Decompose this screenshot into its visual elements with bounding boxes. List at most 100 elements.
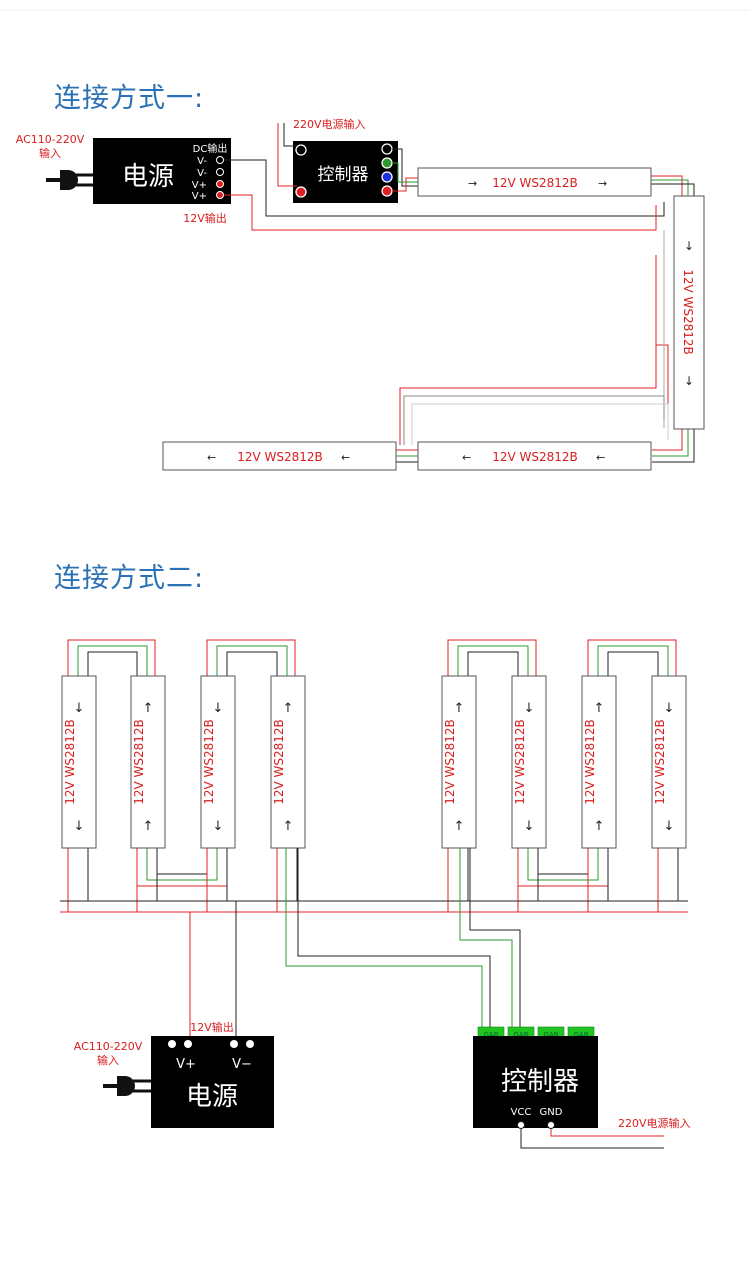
controller-port-label-1: GAB [483,1031,498,1039]
led-strip-2: ↓ 12V WS2812B ↓ [673,195,705,430]
strip-s2-8-arrow-bottom: ↓ [664,819,675,834]
strip-4-label: 12V WS2812B [237,450,323,464]
dc-output-label: DC输出 [193,142,228,155]
section2-title: 连接方式二: [54,563,205,594]
section2-wires [67,639,679,912]
controller-box-s2 [473,1036,598,1128]
controller-wire-black-1 [297,848,491,1027]
led-strip-s2-4: ↑ 12V WS2812B ↑ [270,675,306,849]
strip-1-arrow-right: → [598,177,607,190]
power-plug-icon [46,170,93,190]
strip-s2-8-arrow-top: ↓ [664,701,675,716]
led-strip-s2-5: ↑12V WS2812B↑ [441,675,477,849]
controller-vcc-wire [520,1125,664,1149]
led-strip-4: ← 12V WS2812B ← [162,441,397,471]
strip-s2-7-arrow-top: ↑ [594,701,605,716]
controller-out-blue [381,171,393,183]
led-strip-s2-6: ↓ 12V WS2812B ↓ [511,675,547,849]
power-output-label-s2: 12V输出 [190,1020,234,1034]
controller-gnd-label: GND [540,1107,563,1118]
controller-port-label-3: GAB [543,1031,558,1039]
controller-port-label-2: GAB [513,1031,528,1039]
controller-name-s2: 控制器 [501,1067,579,1097]
controller-box [293,141,398,203]
terminal-label-2: V- [197,168,207,179]
ac-input-label-s2: AC110-220V [74,1040,143,1053]
strip-2-arrow-top: ↓ [684,239,694,253]
controller-input-label: 220V电源输入 [293,117,366,131]
terminal-4 [216,191,224,199]
controller-input-terminal-2 [295,186,307,198]
led-strip-1: → 12V WS2812B → [417,167,652,197]
strip-s2-1-arrow-bottom: ↓ [74,819,85,834]
strip-3-arrow-left: ← [462,451,471,464]
controller-wire-black-2 [469,848,521,1027]
led-strip-3: ← 12V WS2812B ← [417,441,652,471]
terminal-label-4: V+ [192,191,207,202]
controller-gnd-terminal [547,1121,555,1129]
strip-s2-4-arrow-top: ↑ [283,701,294,716]
power-supply-box [93,138,231,204]
led-strip-s2-2: ↑ 12V WS2812B ↑ [130,675,166,849]
power-output-label: 12V输出 [183,211,227,225]
strip-4-arrow-left: ← [207,451,216,464]
strip-1-label: 12V WS2812B [492,176,578,190]
controller-wire-green-2 [459,848,513,1027]
strip-s2-6-label: 12V WS2812B [513,719,527,805]
strip-s2-1-label: 12V WS2812B [63,719,77,805]
controller-wire-green-1 [285,848,483,1027]
terminal-3 [216,180,224,188]
power-terminal-1 [168,1040,176,1048]
led-strip-s2-3: ↓12V WS2812B↓ [200,675,236,849]
controller-vcc-label: VCC [511,1107,532,1118]
terminal-label-1: V- [197,156,207,167]
strip-s2-4-arrow-bottom: ↑ [283,819,294,834]
controller-input-terminal-1 [295,144,307,156]
led-strip-s2-8: ↓12V WS2812B↓ [651,675,687,849]
ac-input-label-2: 输入 [39,146,61,160]
strip-s2-5-arrow-bottom: ↑ [454,819,465,834]
terminal-1 [216,156,224,164]
strip-1-arrow-left: → [468,177,477,190]
strip-s2-7-arrow-bottom: ↑ [594,819,605,834]
strip-s2-6-arrow-bottom: ↓ [524,819,535,834]
controller-out-green [381,157,393,169]
power-terminal-4 [246,1040,254,1048]
controller-name: 控制器 [318,165,369,185]
led-strip-s2-7: ↑ 12V WS2812B ↑ [581,675,617,849]
strip-s2-6-arrow-top: ↓ [524,701,535,716]
power-vminus-label: V− [232,1057,252,1072]
power-supply-name: 电源 [122,162,174,192]
terminal-label-3: V+ [192,180,207,191]
strip-s2-5-arrow-top: ↑ [454,701,465,716]
strip-4-arrow-right: ← [341,451,350,464]
strip-s2-7-label: 12V WS2812B [583,719,597,805]
strip-s2-2-arrow-bottom: ↑ [143,819,154,834]
strip-s2-2-label: 12V WS2812B [132,719,146,805]
strip-2-arrow-bottom: ↓ [684,374,694,388]
section1-title: 连接方式一: [54,83,205,114]
strip-3-arrow-right: ← [596,451,605,464]
strip-s2-3-label: 12V WS2812B [202,719,216,805]
ac-input-label-s2-2: 输入 [97,1053,119,1067]
power-terminal-2 [184,1040,192,1048]
terminal-2 [216,168,224,176]
controller-out-black [381,143,393,155]
strip-2-label: 12V WS2812B [681,269,695,355]
strip-s2-2-arrow-top: ↑ [143,701,154,716]
section1-wires [224,123,695,463]
strip-s2-4-label: 12V WS2812B [272,719,286,805]
strip-s2-3-arrow-top: ↓ [213,701,224,716]
power-supply-box-s2 [151,1036,274,1128]
controller-input-label-s2: 220V电源输入 [618,1116,691,1130]
controller-port-label-4: GAB [573,1031,588,1039]
ac-input-label: AC110-220V [16,133,85,146]
power-plug-icon-s2 [103,1076,151,1096]
controller-out-red [381,185,393,197]
strip-s2-1-arrow-top: ↓ [74,701,85,716]
power-terminal-3 [230,1040,238,1048]
section2-strips: ↓ 12V WS2812B ↓ ↑ 12V WS2812B ↑ ↓ 12V WS2812B ↓ ↑… [61,675,687,849]
power-vplus-label: V+ [176,1057,196,1072]
